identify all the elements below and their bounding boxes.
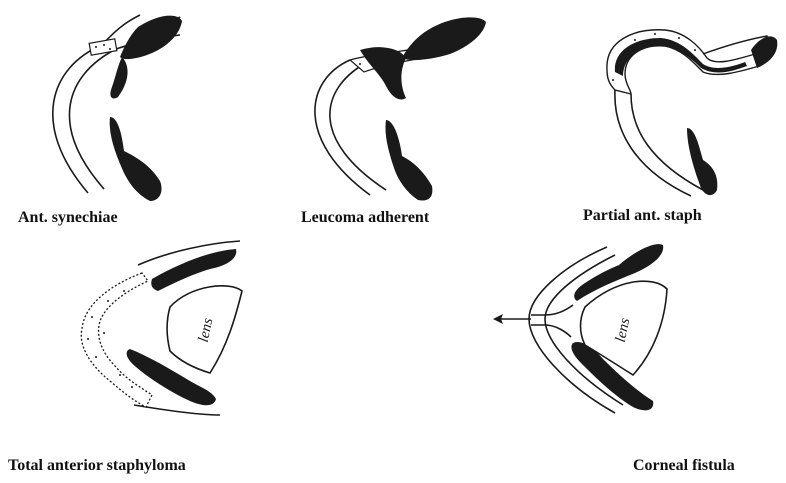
corneal-fistula-diagram: lens [485,235,725,425]
total-staphyloma-diagram: lens [60,235,260,425]
ant-synechiae-diagram [20,5,200,205]
caption-partial-staph: Partial ant. staph [583,207,702,225]
partial-staph-diagram [595,10,785,200]
caption-ant-synechiae: Ant. synechiae [18,209,118,227]
caption-corneal-fistula: Corneal fistula [633,457,735,475]
leucoma-adherent-diagram [290,10,500,205]
caption-total-staphyloma: Total anterior staphyloma [8,457,186,475]
caption-leucoma-adherent: Leucoma adherent [301,209,429,227]
